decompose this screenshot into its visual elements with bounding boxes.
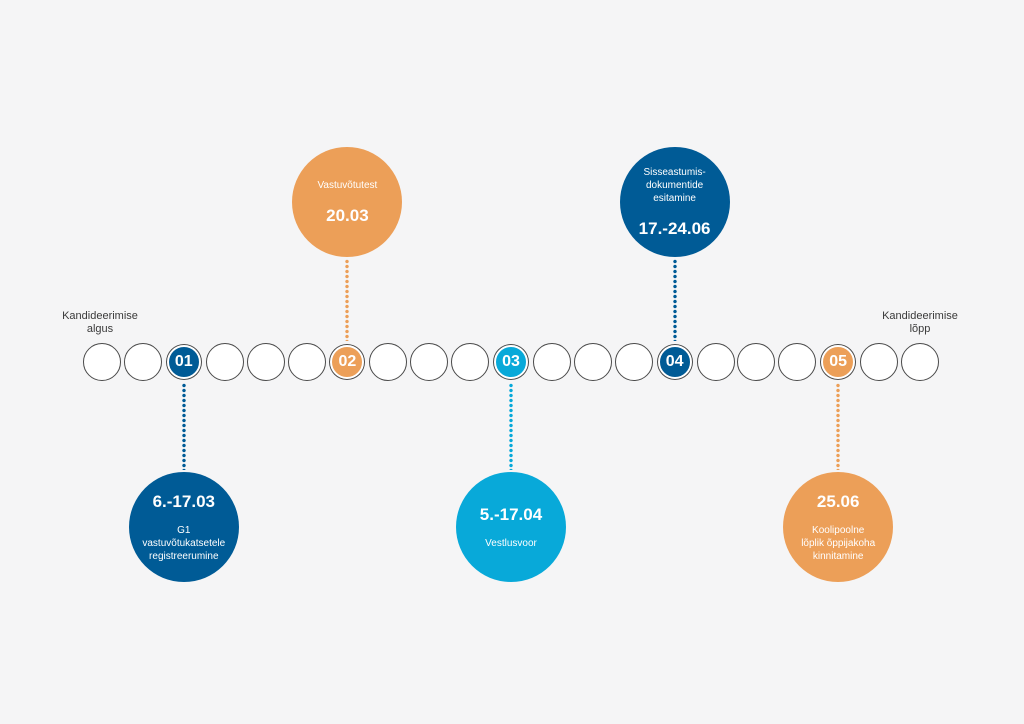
step-label-line: lõplik õppijakoha	[801, 537, 876, 549]
step-number-marker: 05	[821, 345, 856, 379]
step-connector	[836, 383, 841, 470]
step-label-line: dokumentide	[645, 179, 704, 191]
timeline-circle	[860, 343, 899, 381]
step-connector	[672, 259, 677, 341]
step-number-marker: 02	[330, 345, 365, 379]
timeline-circle	[369, 343, 408, 381]
step-label: Vastuvõtutest	[317, 179, 377, 192]
end-label-line: Kandideerimise	[882, 310, 958, 322]
step-number-marker: 03	[494, 345, 528, 379]
timeline-circle	[614, 343, 653, 381]
timeline-circle	[532, 343, 571, 381]
step-label-line: registreerumine	[149, 550, 219, 562]
timeline-circle	[410, 343, 449, 381]
step-label-line: Koolipoolne	[812, 524, 865, 536]
start-label-line: algus	[86, 323, 114, 335]
timeline-circle	[83, 343, 121, 381]
step-date: 20.03	[326, 205, 369, 225]
step-label-line: Vastuvõtutest	[317, 179, 378, 191]
timeline-circle	[123, 343, 162, 381]
timeline-circle	[737, 343, 776, 381]
step-label-line: esitamine	[653, 192, 696, 204]
timeline-start-label: Kandideerimise algus	[40, 310, 160, 336]
step-label-line: Vestlusvoor	[485, 537, 537, 549]
step-label-line: Sisseastumis-	[643, 166, 706, 178]
timeline-circle	[778, 343, 817, 381]
step-date: 25.06	[816, 491, 860, 511]
step-date: 6.-17.03	[152, 491, 215, 511]
end-label-line: lõpp	[909, 323, 931, 335]
start-label-line: Kandideerimise	[62, 310, 138, 322]
step-connector	[345, 259, 350, 341]
step-date: 17.-24.06	[638, 218, 711, 238]
timeline-circle	[573, 343, 612, 381]
step-connector	[509, 383, 513, 470]
step-label-line: G1	[177, 524, 191, 536]
timeline-circle	[205, 343, 244, 381]
step-date: 5.-17.04	[479, 504, 543, 524]
timeline-circle	[901, 343, 939, 381]
step-event-bubble: Vastuvõtutest 20.03	[292, 147, 403, 257]
step-connector	[181, 383, 186, 470]
timeline-end-label: Kandideerimise lõpp	[860, 310, 980, 336]
step-label-line: kinnitamine	[812, 550, 864, 562]
timeline-circle	[246, 343, 285, 381]
timeline-circle	[287, 343, 326, 381]
step-label-line: vastuvõtukatsetele	[142, 537, 226, 549]
timeline-circle	[696, 343, 735, 381]
step-number-marker: 01	[166, 345, 201, 379]
step-number-marker: 04	[657, 345, 692, 379]
timeline-circle	[451, 343, 490, 381]
step-label: Vestlusvoor	[485, 537, 537, 550]
